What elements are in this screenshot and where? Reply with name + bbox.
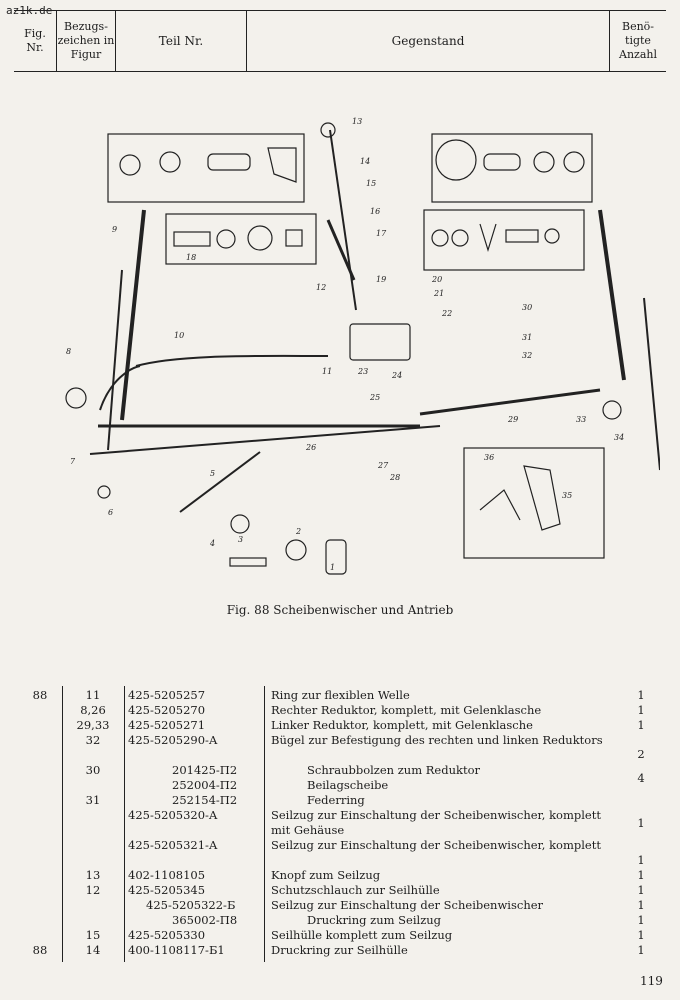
svg-text:12: 12 xyxy=(316,283,326,292)
svg-text:36: 36 xyxy=(484,453,494,462)
svg-text:9: 9 xyxy=(112,225,117,234)
svg-text:18: 18 xyxy=(186,253,196,262)
svg-text:20: 20 xyxy=(431,275,442,284)
svg-text:13: 13 xyxy=(352,117,362,126)
svg-text:4: 4 xyxy=(209,539,215,548)
page-number: 119 xyxy=(640,974,663,988)
svg-text:3: 3 xyxy=(238,535,243,544)
inset-box-bottom-right xyxy=(463,447,605,559)
svg-text:14: 14 xyxy=(360,157,370,166)
svg-text:32: 32 xyxy=(522,351,532,360)
header-gegenstand: Gegenstand xyxy=(391,34,465,48)
svg-text:29: 29 xyxy=(507,415,518,424)
header-bezugszeichen: Bezugs- zeichen in Figur xyxy=(57,20,115,61)
svg-text:27: 27 xyxy=(377,461,389,470)
figure-caption: Fig. 88 Scheibenwischer und Antrieb xyxy=(226,603,454,617)
svg-text:7: 7 xyxy=(70,457,76,466)
table-header: Fig. Nr. Bezugs- zeichen in Figur Teil N… xyxy=(14,10,666,72)
header-fig-nr: Fig. Nr. xyxy=(24,27,46,54)
header-teil-nr: Teil Nr. xyxy=(158,34,204,48)
svg-text:10: 10 xyxy=(174,331,184,340)
svg-text:1: 1 xyxy=(330,563,335,572)
inset-box-top-left xyxy=(107,133,305,203)
svg-text:25: 25 xyxy=(369,393,380,402)
svg-text:17: 17 xyxy=(376,229,387,238)
svg-text:31: 31 xyxy=(522,333,532,342)
svg-text:2: 2 xyxy=(295,527,301,536)
svg-text:28: 28 xyxy=(389,473,400,482)
svg-text:22: 22 xyxy=(441,309,452,318)
svg-text:6: 6 xyxy=(108,508,113,517)
svg-text:19: 19 xyxy=(376,275,386,284)
svg-text:8: 8 xyxy=(66,347,71,356)
inset-box-mid-left xyxy=(165,213,317,265)
svg-text:15: 15 xyxy=(366,179,376,188)
svg-text:21: 21 xyxy=(433,289,444,298)
inset-box-mid-right xyxy=(423,209,585,271)
svg-text:23: 23 xyxy=(357,367,368,376)
svg-text:30: 30 xyxy=(522,303,532,312)
svg-text:35: 35 xyxy=(562,491,572,500)
header-anzahl: Benö- tigte Anzahl xyxy=(619,20,657,61)
svg-text:33: 33 xyxy=(576,415,586,424)
svg-text:26: 26 xyxy=(305,443,316,452)
inset-box-top-right xyxy=(431,133,593,203)
svg-text:34: 34 xyxy=(614,433,624,442)
svg-text:5: 5 xyxy=(210,469,215,478)
svg-text:24: 24 xyxy=(391,371,402,380)
svg-text:16: 16 xyxy=(370,207,380,216)
svg-text:11: 11 xyxy=(322,367,332,376)
